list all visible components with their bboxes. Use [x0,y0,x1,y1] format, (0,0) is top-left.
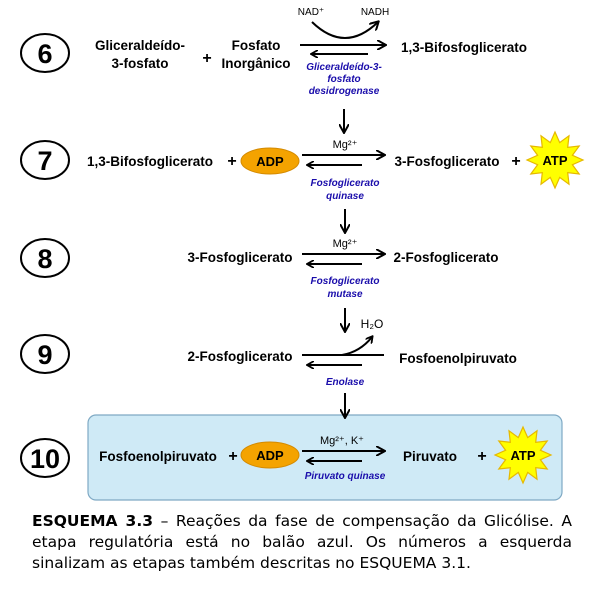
step-number-10: 10 [20,438,70,478]
cofactor-nad: NAD⁺ [298,7,324,18]
product-3pg: 3-Fosfoglicerato [394,154,499,169]
step-number-label: 8 [37,244,52,274]
atp-burst: ATP [493,425,553,485]
product-2pg: 2-Fosfoglicerato [393,250,498,265]
reaction-arrow-9 [302,337,384,365]
figure-caption: ESQUEMA 3.3 – Reações da fase de compens… [32,511,572,574]
step-number-9: 9 [20,334,70,374]
product-piruvato: Piruvato [403,449,457,464]
substrate-pep: Fosfoenolpiruvato [99,449,217,464]
ion-mg: Mg²⁺ [333,139,358,151]
reaction-arrow-8 [302,254,384,264]
reaction-arrow-7 [302,155,384,165]
released-water: H₂O [361,317,384,331]
plus-sign: + [511,153,520,170]
step-number-label: 6 [37,39,52,69]
plus-sign: + [228,448,237,465]
plus-sign: + [202,50,211,67]
plus-sign: + [227,153,236,170]
substrate-3pg: 3-Fosfoglicerato [187,250,292,265]
product-pep: Fosfoenolpiruvato [399,351,517,366]
svg-text:ATP: ATP [510,448,535,463]
ion-mg: Mg²⁺ [333,238,358,250]
step-number-8: 8 [20,238,70,278]
caption-text: – Reações da fase de compensação da Glic… [32,512,572,572]
enzyme-pyruvate-kinase: Piruvato quinase [305,471,386,482]
cofactor-nadh: NADH [361,7,389,18]
atp-burst: ATP [525,130,585,190]
step-number-label: 9 [37,340,52,370]
caption-label: ESQUEMA 3.3 [32,512,154,530]
diagram-canvas: 6 7 8 9 10 Gliceraldeído-3-fosfato + Fos… [20,7,585,501]
substrate-2pg: 2-Fosfoglicerato [187,349,292,364]
adp-badge: ADP [240,147,300,175]
reaction-arrow-10 [302,451,384,461]
substrate-13bpg: 1,3-Bifosfoglicerato [87,154,213,169]
reaction-arrow-6 [300,22,385,54]
svg-text:ATP: ATP [542,153,567,168]
step-number-label: 7 [37,146,52,176]
adp-badge: ADP [240,441,300,469]
substrate-gliceraldeido: Gliceraldeído-3-fosfato [95,38,185,71]
ions-mg-k: Mg²⁺, K⁺ [320,435,364,447]
step-number-label: 10 [30,444,60,474]
regulatory-step-box [87,414,563,501]
svg-text:ADP: ADP [256,154,284,169]
step-number-7: 7 [20,140,70,180]
plus-sign: + [477,448,486,465]
svg-text:ADP: ADP [256,448,284,463]
product-13bpg: 1,3-Bifosfoglicerato [401,40,527,55]
step-number-6: 6 [20,33,70,73]
enzyme-enolase: Enolase [326,377,365,388]
glycolysis-payoff-diagram: 6 7 8 9 10 Gliceraldeído-3-fosfato + Fos… [20,7,585,501]
